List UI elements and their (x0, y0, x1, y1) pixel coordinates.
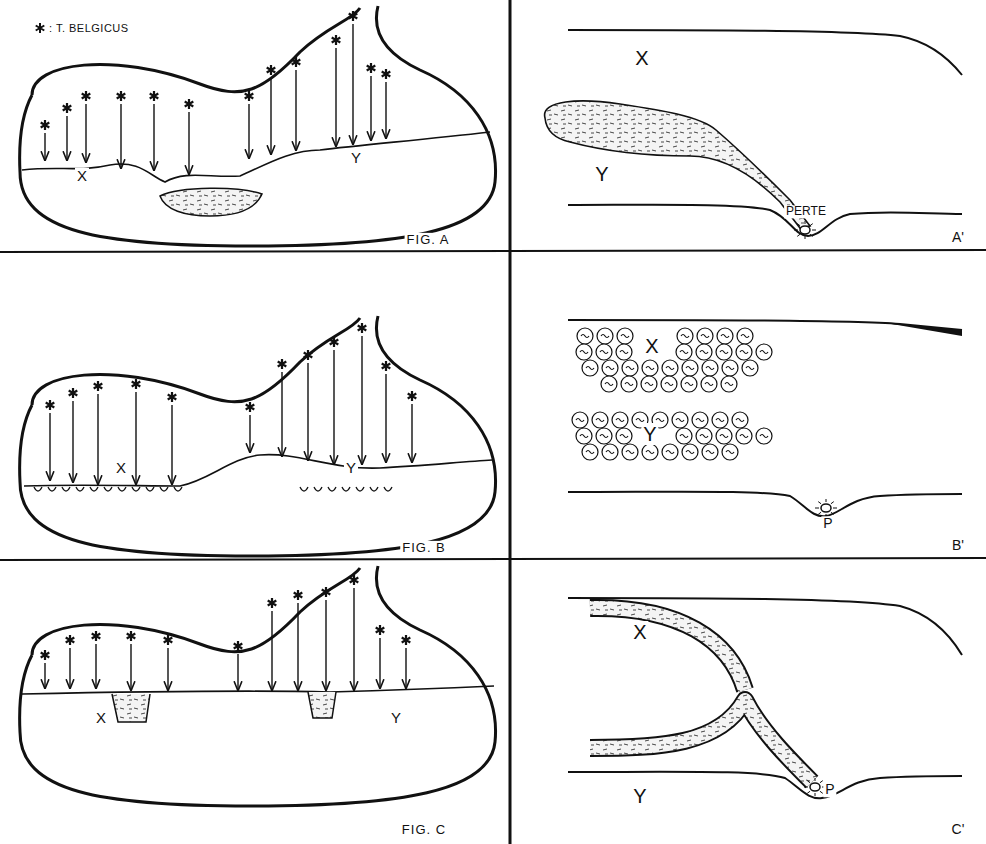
passage-letter: Y (344, 460, 358, 477)
passage-letter: Y (349, 150, 363, 167)
passage-letter: B' (950, 538, 966, 553)
passage-letter: A' (950, 230, 966, 245)
passage-letter: X (114, 460, 128, 477)
passage-letter: P (823, 782, 836, 797)
passage-letter: Y (631, 785, 648, 807)
passage-letter: X (94, 710, 108, 727)
figure-label: FIG. B (400, 541, 448, 555)
figure-label: FIG. A (405, 233, 452, 247)
passage-letter: P (821, 516, 834, 531)
asterisk-symbol (34, 22, 46, 34)
passage-letter: Y (641, 423, 658, 445)
passage-letter: X (631, 621, 648, 643)
figure-label: FIG. C (400, 823, 448, 837)
passage-letter: X (643, 335, 660, 357)
passage-letter: Y (593, 163, 610, 185)
passage-letter: X (633, 47, 650, 69)
legend: : T. BELGICUS (34, 22, 129, 34)
passage-letter: Y (389, 710, 403, 727)
passage-letter: C' (950, 822, 967, 837)
passage-letter: X (75, 168, 89, 185)
legend-text: : T. BELGICUS (46, 22, 129, 34)
figure-label: PERTE (784, 205, 828, 218)
